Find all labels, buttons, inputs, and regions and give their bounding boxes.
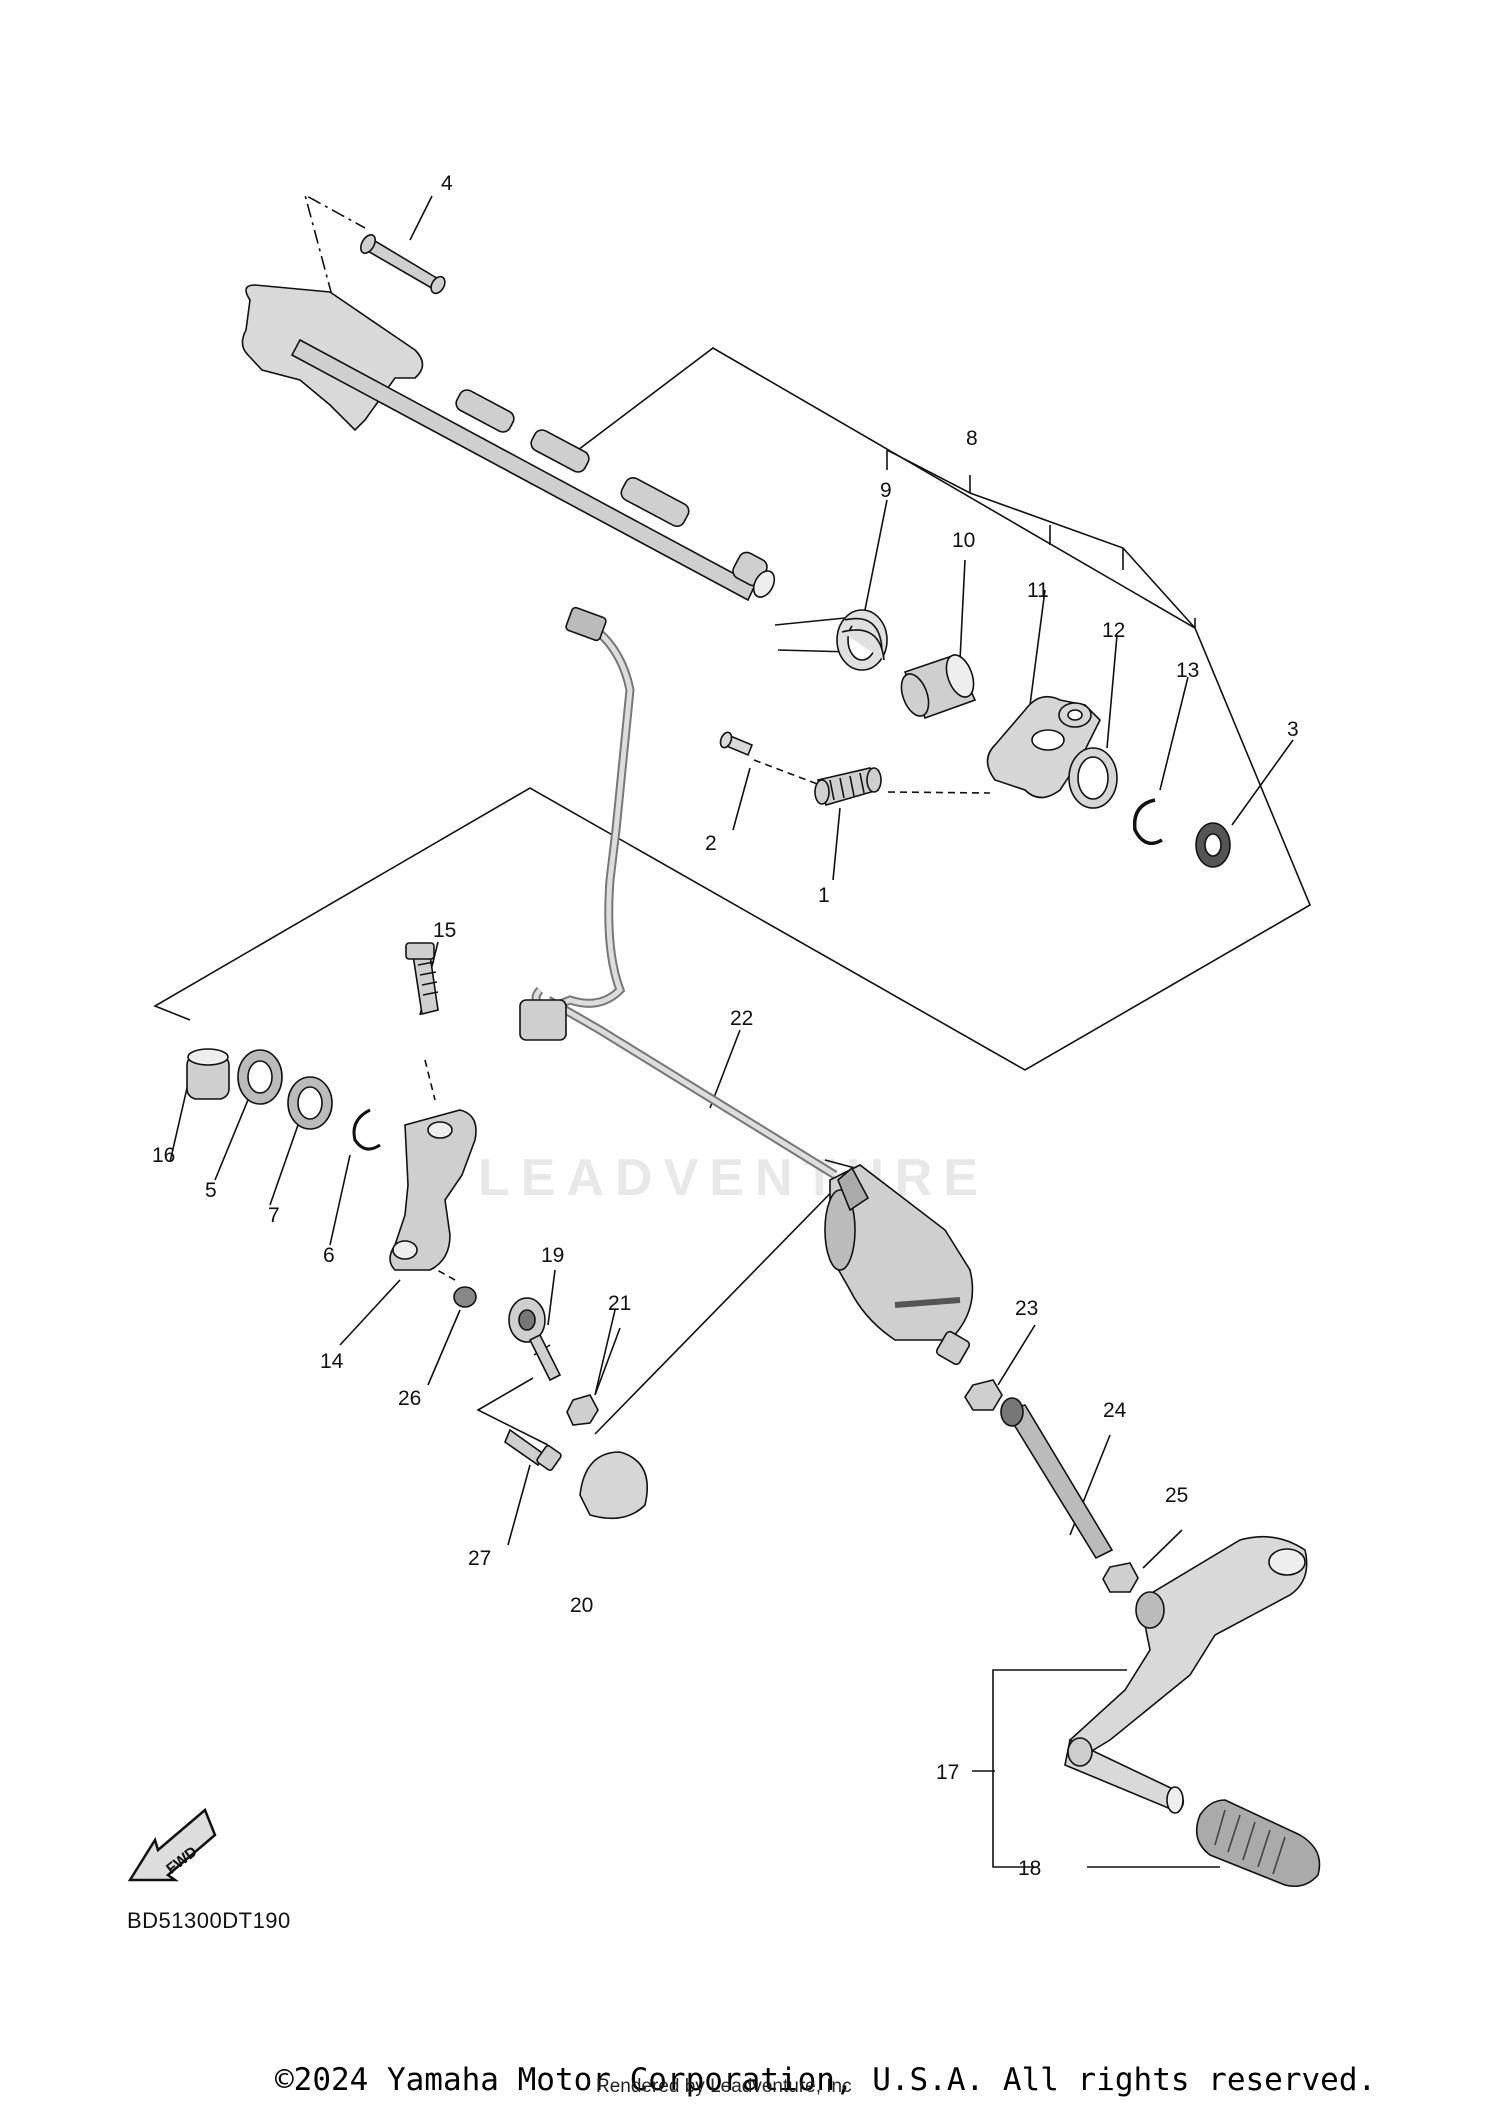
callout-1: 1 <box>818 884 830 907</box>
part-23-nut <box>964 1379 1003 1411</box>
callout-18: 18 <box>1018 1857 1041 1880</box>
part-10-collar <box>900 654 977 720</box>
part-25-nut <box>1102 1562 1139 1593</box>
callout-2: 2 <box>705 832 717 855</box>
callout-16: 16 <box>152 1144 175 1167</box>
callout-labels: 4 8 9 10 11 12 13 3 2 1 15 22 16 5 7 6 1… <box>152 172 1299 1880</box>
callout-13: 13 <box>1176 659 1199 682</box>
copyright-notice: ©2024 Yamaha Motor Corporation, U.S.A. A… <box>275 2062 1377 2098</box>
rendered-by-text: Rendered by Leadventure, Inc <box>596 2076 852 2097</box>
callout-11: 11 <box>1027 579 1049 602</box>
part-12-washer <box>1068 747 1118 809</box>
part-6-circlip <box>352 1108 381 1151</box>
part-4-pin <box>359 234 446 295</box>
callout-23: 23 <box>1015 1297 1038 1320</box>
callout-21: 21 <box>608 1292 631 1315</box>
callout-26: 26 <box>398 1387 421 1410</box>
leader-lines <box>153 193 1312 1868</box>
callout-22: 22 <box>730 1007 753 1030</box>
part-27-bolt <box>504 1428 562 1471</box>
part-14-shift-arm <box>389 1109 477 1271</box>
callout-25: 25 <box>1165 1484 1188 1507</box>
part-22-cable <box>519 606 838 1179</box>
callout-27: 27 <box>468 1547 491 1570</box>
part-24-rod <box>1000 1397 1114 1560</box>
part-9-spring <box>774 609 888 671</box>
callout-12: 12 <box>1102 619 1125 642</box>
part-20-cover <box>579 1451 649 1520</box>
part-2-pin <box>719 731 754 757</box>
part-17-shift-pedal <box>1064 1535 1308 1814</box>
part-5-seal <box>237 1049 283 1105</box>
callout-3: 3 <box>1287 718 1299 741</box>
callout-9: 9 <box>880 479 892 502</box>
callout-5: 5 <box>205 1179 217 1202</box>
part-1-spring <box>814 767 882 806</box>
callout-20: 20 <box>570 1594 593 1617</box>
callout-24: 24 <box>1103 1399 1127 1422</box>
callout-14: 14 <box>320 1350 344 1373</box>
shift-sensor-body <box>824 1164 974 1366</box>
callout-7: 7 <box>268 1204 280 1227</box>
part-18-pedal-rubber <box>1195 1799 1321 1888</box>
part-7-washer <box>287 1076 333 1130</box>
part-13-circlip <box>1132 798 1163 846</box>
fwd-arrow-icon <box>127 1807 217 1882</box>
part-16-bush <box>186 1048 230 1100</box>
callout-15: 15 <box>433 919 456 942</box>
callout-19: 19 <box>541 1244 564 1267</box>
callout-8: 8 <box>966 427 978 450</box>
callout-10: 10 <box>952 529 975 552</box>
part-21-nut <box>566 1394 599 1426</box>
part-26-washer <box>453 1286 477 1308</box>
part-3-washer <box>1195 822 1231 868</box>
part-11-arm <box>986 695 1101 799</box>
part-15-bolt <box>405 942 439 1015</box>
callout-6: 6 <box>323 1244 335 1267</box>
shift-shaft <box>241 284 776 602</box>
part-19-joint <box>508 1297 562 1382</box>
diagram-code: BD51300DT190 <box>127 1908 291 1933</box>
callout-17: 17 <box>936 1761 959 1784</box>
callout-4: 4 <box>441 172 453 195</box>
